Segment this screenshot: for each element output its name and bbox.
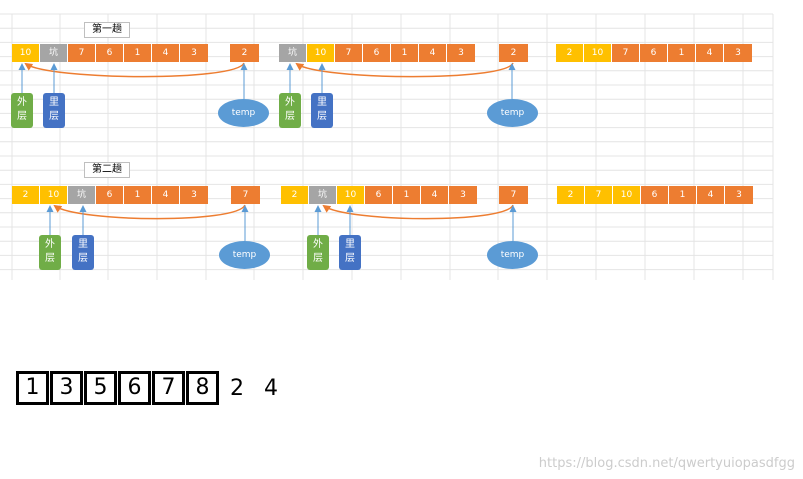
pass1-temp-cell: 2 [230,44,259,62]
pass1-row-result-cell: 3 [724,44,752,62]
pass2-row-after-shift-cell: 2 [281,186,309,204]
outer-tag-char-2: 层 [285,111,295,122]
pass2-temp-ellipse-2: temp [487,241,538,269]
outer-tag-char-1: 外 [285,97,295,108]
pass1-row-result-cell: 6 [640,44,668,62]
pass2-row-initial-cell: 坑 [68,186,96,204]
inner-tag-char-2: 层 [78,253,88,264]
outer-tag-char-2: 层 [17,111,27,122]
pass1-temp-cell: 2 [499,44,528,62]
pass2-row-after-shift-cell: 3 [449,186,477,204]
pass1-row-result-cell: 4 [696,44,724,62]
pass2-row-initial-cell: 4 [152,186,180,204]
pass1-row-result-cell: 10 [584,44,612,62]
watermark: https://blog.csdn.net/qwertyuiopasdfgg [538,456,795,471]
sequence-box: 6 [118,371,151,405]
pass2-temp-cell: 7 [231,186,260,204]
pass2-inner-tag-2: 里 层 [339,235,361,270]
pass1-row-after-shift-cell: 坑 [279,44,307,62]
outer-tag-char-2: 层 [313,253,323,264]
pass1-row-initial-cell: 坑 [40,44,68,62]
inner-tag-char-2: 层 [317,111,327,122]
pass1-row-result-cell: 1 [668,44,696,62]
pass2-row-result-cell: 10 [613,186,641,204]
pass1-inner-tag-1: 里 层 [43,93,65,128]
pass2-row-result-cell: 2 [557,186,585,204]
pass2-label: 第二趟 [84,162,130,178]
pass2-row-after-shift-cell: 4 [421,186,449,204]
inner-tag-char-1: 里 [345,239,355,250]
pass2-row-after-shift-cell: 6 [365,186,393,204]
pass2-outer-tag-1: 外 层 [39,235,61,270]
inner-tag-char-2: 层 [49,111,59,122]
pass2-row-initial-cell: 3 [180,186,208,204]
pass1-temp-cell-1: 2 [230,44,259,62]
pass1-row-after-shift-cell: 4 [419,44,447,62]
pass2-row-result-cell: 6 [641,186,669,204]
pass1-outer-tag-2: 外 层 [279,93,301,128]
inner-tag-char-2: 层 [345,253,355,264]
pass2-outer-tag-2: 外 层 [307,235,329,270]
pass2-temp-cell-1: 7 [231,186,260,204]
sequence-box: 7 [152,371,185,405]
pass2-row-result-cell: 7 [585,186,613,204]
sequence-unsorted-value: 4 [264,375,278,401]
pass1-row-after-shift-cell: 3 [447,44,475,62]
pass2-row-result-cell: 1 [669,186,697,204]
pass1-outer-tag-1: 外 层 [11,93,33,128]
pass2-row-after-shift-cell: 坑 [309,186,337,204]
pass1-row-after-shift-cell: 6 [363,44,391,62]
sequence-box: 8 [186,371,219,405]
pass2-row-initial-cell: 10 [40,186,68,204]
pass1-temp-ellipse-1: temp [218,99,269,127]
pass2-inner-tag-1: 里 层 [72,235,94,270]
pass2-temp-cell: 7 [499,186,528,204]
sequence-unsorted-value: 2 [230,375,244,401]
pass2-row-initial-cell: 2 [12,186,40,204]
pass2-row-initial-cell: 6 [96,186,124,204]
pass1-row-after-shift-cell: 10 [307,44,335,62]
pass1-row-initial-cell: 6 [96,44,124,62]
pass1-temp-ellipse-2: temp [487,99,538,127]
pass1-row-initial-cell: 7 [68,44,96,62]
pass2-row-result-cell: 3 [725,186,753,204]
pass1-row-after-shift-cell: 1 [391,44,419,62]
sequence-box: 3 [50,371,83,405]
pass2-row-initial-cell: 1 [124,186,152,204]
sequence-box: 1 [16,371,49,405]
pass1-row-result-cell: 7 [612,44,640,62]
pass2-row-after-shift-cell: 1 [393,186,421,204]
inner-tag-char-1: 里 [78,239,88,250]
outer-tag-char-2: 层 [45,253,55,264]
pass1-label: 第一趟 [84,22,130,38]
pass1-inner-tag-2: 里 层 [311,93,333,128]
pass1-row-initial-cell: 4 [152,44,180,62]
pass1-row-initial-cell: 3 [180,44,208,62]
pass1-row-initial-cell: 1 [124,44,152,62]
pass1-row-result-cell: 2 [556,44,584,62]
pass2-row-result-cell: 4 [697,186,725,204]
sequence-box: 5 [84,371,117,405]
outer-tag-char-1: 外 [17,97,27,108]
pass1-temp-cell-2: 2 [499,44,528,62]
inner-tag-char-1: 里 [317,97,327,108]
pass2-temp-cell-2: 7 [499,186,528,204]
pass2-row-after-shift-cell: 10 [337,186,365,204]
pass2-temp-ellipse-1: temp [219,241,270,269]
inner-tag-char-1: 里 [49,97,59,108]
pass1-row-after-shift-cell: 7 [335,44,363,62]
outer-tag-char-1: 外 [313,239,323,250]
pass1-row-initial-cell: 10 [12,44,40,62]
outer-tag-char-1: 外 [45,239,55,250]
